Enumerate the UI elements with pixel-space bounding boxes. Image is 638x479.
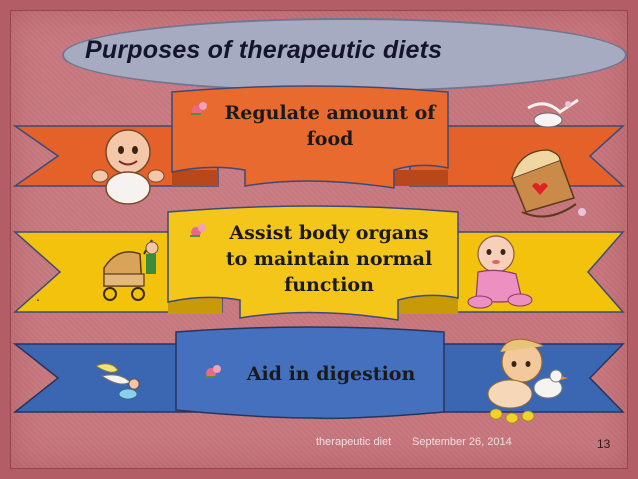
bullet-2-icon — [190, 224, 206, 237]
page-number: 13 — [597, 437, 611, 451]
stray-mark: . — [36, 288, 40, 304]
angel-clipart-icon — [94, 363, 140, 400]
footer-date: September 26, 2014 — [412, 436, 512, 448]
footer-topic: therapeutic diet — [316, 436, 392, 448]
item-2-text: Assist body organs to maintain normal fu… — [204, 220, 454, 298]
bathing-baby-clipart-icon — [487, 338, 568, 424]
slide-title: Purposes of therapeutic diets — [85, 36, 443, 64]
baby-pink-clipart-icon — [467, 235, 533, 309]
bullet-1-icon — [191, 102, 207, 115]
item-2-line-1: Assist body organs — [229, 222, 429, 244]
baby-clipart-icon — [91, 129, 165, 205]
item-2-line-2: to maintain normal — [225, 248, 433, 270]
pram-clipart-icon — [103, 239, 159, 301]
item-1-text: Regulate amount of food — [210, 100, 450, 152]
item-2-line-3: function — [284, 274, 374, 296]
item-3-line-1: Aid in digestion — [246, 363, 416, 385]
bullet-3-icon — [205, 365, 221, 378]
item-3-text: Aid in digestion — [226, 361, 436, 387]
item-1-line-1: Regulate amount of — [224, 102, 436, 124]
stork-cradle-clipart-icon — [511, 98, 586, 218]
item-1-line-2: food — [306, 128, 354, 150]
